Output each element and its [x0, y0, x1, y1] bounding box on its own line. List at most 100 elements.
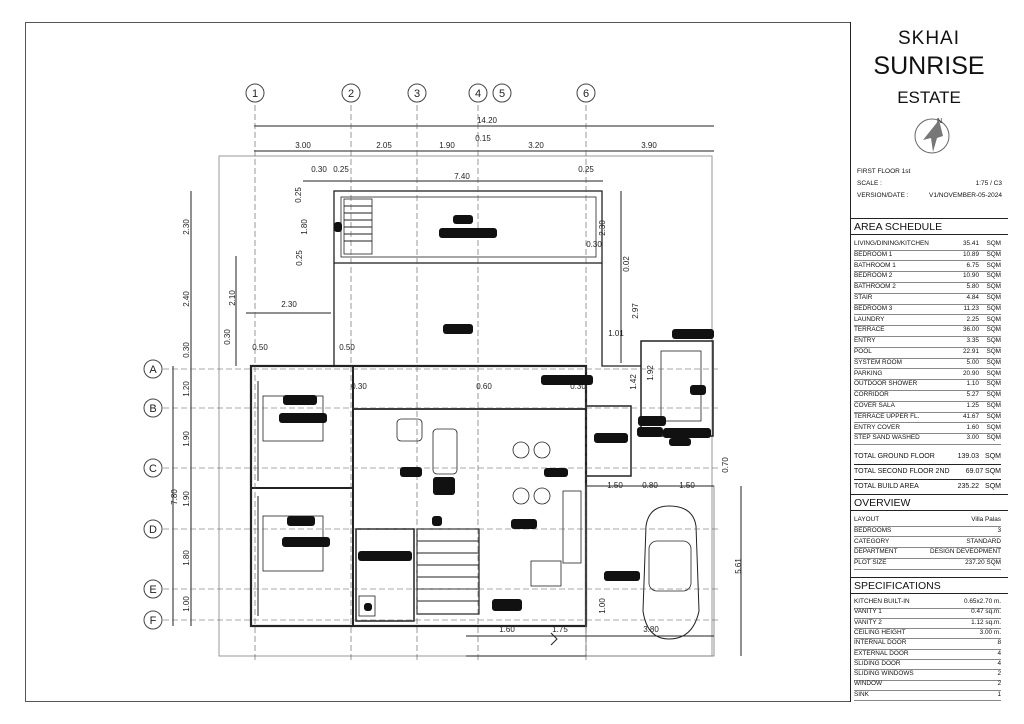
area-room-name: LIVING/DINING/KITCHEN: [854, 240, 929, 247]
grid-column-label: 1: [252, 88, 258, 100]
specification-value: 8: [997, 639, 1001, 647]
redacted-label-mark: [511, 519, 537, 529]
area-total-name: TOTAL GROUND FLOOR: [854, 453, 935, 460]
specification-name: CEILING HEIGHT: [854, 628, 906, 636]
grid-row-bubble: E: [143, 579, 163, 599]
redacted-label-mark: [492, 599, 522, 611]
overview-heading: OVERVIEW: [851, 494, 1008, 511]
area-room-name: TERRACE UPPER FL.: [854, 412, 920, 420]
redacted-label-mark: [541, 375, 593, 385]
area-room-value: 5.80: [966, 283, 979, 291]
overview-row: BEDROOMS 3: [854, 526, 1001, 538]
grid-row-bubble: B: [143, 398, 163, 418]
area-room-value: 5.27: [966, 391, 979, 399]
specification-name: INTERNAL DOOR: [854, 639, 907, 647]
overview-value: 3: [997, 526, 1001, 534]
area-room-name: STEP SAND WASHED: [854, 434, 920, 442]
dimension-label: 1.50: [679, 481, 695, 490]
area-room-name: STAIR: [854, 294, 873, 301]
dimension-label: 0.80: [642, 481, 658, 490]
grid-row-label: F: [150, 615, 157, 627]
overview-name: CATEGORY: [854, 537, 890, 545]
specification-value: 2: [997, 670, 1001, 678]
area-room-value: 22.91: [963, 348, 979, 355]
dimension-label: 0.25: [295, 250, 304, 266]
redacted-label-mark: [439, 228, 497, 238]
grid-row-bubble: A: [143, 359, 163, 379]
grid-column-label: 4: [475, 88, 481, 100]
area-room-unit: SQM: [986, 391, 1001, 399]
specification-name: WINDOW: [854, 680, 883, 688]
area-room-value: 3.00: [966, 434, 979, 442]
dimension-label: 1.90: [439, 141, 455, 150]
dimension-label: 5.61: [734, 558, 743, 574]
area-room-unit: SQM: [986, 261, 1001, 269]
grid-column-label: 6: [583, 88, 589, 100]
specification-row: INTERNAL DOOR 8: [854, 638, 1001, 650]
area-total-unit: SQM: [985, 483, 1001, 490]
dimension-label: 1.90: [182, 431, 191, 447]
north-arrow-icon: N: [914, 118, 950, 154]
north-label: N: [937, 118, 942, 125]
dimension-label: 3.80: [643, 625, 659, 634]
grid-row-bubble: C: [143, 458, 163, 478]
redacted-label-mark: [672, 329, 714, 339]
redacted-label-mark: [443, 324, 473, 334]
redacted-label-mark: [638, 416, 666, 426]
dimension-label: 2.30: [281, 300, 297, 309]
area-total-name: TOTAL SECOND FLOOR 2ND: [854, 468, 950, 475]
dimension-label: 1.75: [552, 625, 568, 634]
area-room-value: 1.25: [966, 402, 979, 409]
specification-name: VANITY 1: [854, 608, 882, 616]
overview-name: BEDROOMS: [854, 526, 892, 534]
area-room-unit: SQM: [986, 294, 1001, 301]
area-room-unit: SQM: [986, 326, 1001, 334]
area-room-name: OUTDOOR SHOWER: [854, 380, 918, 388]
grid-row-label: A: [149, 364, 157, 376]
scale-label: SCALE :: [857, 180, 882, 187]
area-room-name: ENTRY COVER: [854, 423, 900, 431]
dimension-label: 7.80: [170, 489, 179, 505]
specification-value: 0.47 sq.m.: [971, 608, 1001, 616]
redacted-label-mark: [400, 467, 422, 477]
grid-row-bubble: F: [143, 610, 163, 630]
area-room-value: 6.75: [966, 261, 979, 269]
dimension-label: 14.20: [477, 116, 498, 125]
area-total-unit: SQM: [985, 453, 1001, 460]
area-room-value: 20.90: [963, 369, 979, 377]
area-room-value: 36.00: [963, 326, 979, 334]
grid-column-label: 2: [348, 88, 354, 100]
redacted-label-mark: [453, 215, 473, 224]
grid-row-bubble: D: [143, 519, 163, 539]
dimension-label: 0.25: [578, 165, 594, 174]
area-room-unit: SQM: [986, 240, 1001, 247]
area-room-unit: SQM: [986, 337, 1001, 345]
overview-name: PLOT SIZE: [854, 559, 887, 567]
specification-name: SINK: [854, 690, 869, 698]
dimension-label: 3.90: [641, 141, 657, 150]
overview-name: LAYOUT: [854, 516, 880, 523]
version-label: VERSION/DATE :: [857, 192, 909, 199]
area-total-value: 69.07: [965, 468, 984, 475]
area-room-name: SYSTEM ROOM: [854, 358, 902, 366]
grid-row-label: E: [149, 584, 156, 596]
dimension-label: 1.80: [300, 219, 309, 235]
area-room-value: 3.35: [966, 337, 979, 345]
area-room-unit: SQM: [986, 250, 1001, 258]
grid-row-label: D: [149, 524, 157, 536]
area-room-unit: SQM: [986, 304, 1001, 312]
area-room-name: BATHROOM 2: [854, 283, 896, 291]
title-block-panel: SKHAI SUNRISE ESTATE N FIRST FLOOR 1st S…: [850, 22, 1008, 702]
area-room-name: TERRACE: [854, 326, 885, 334]
